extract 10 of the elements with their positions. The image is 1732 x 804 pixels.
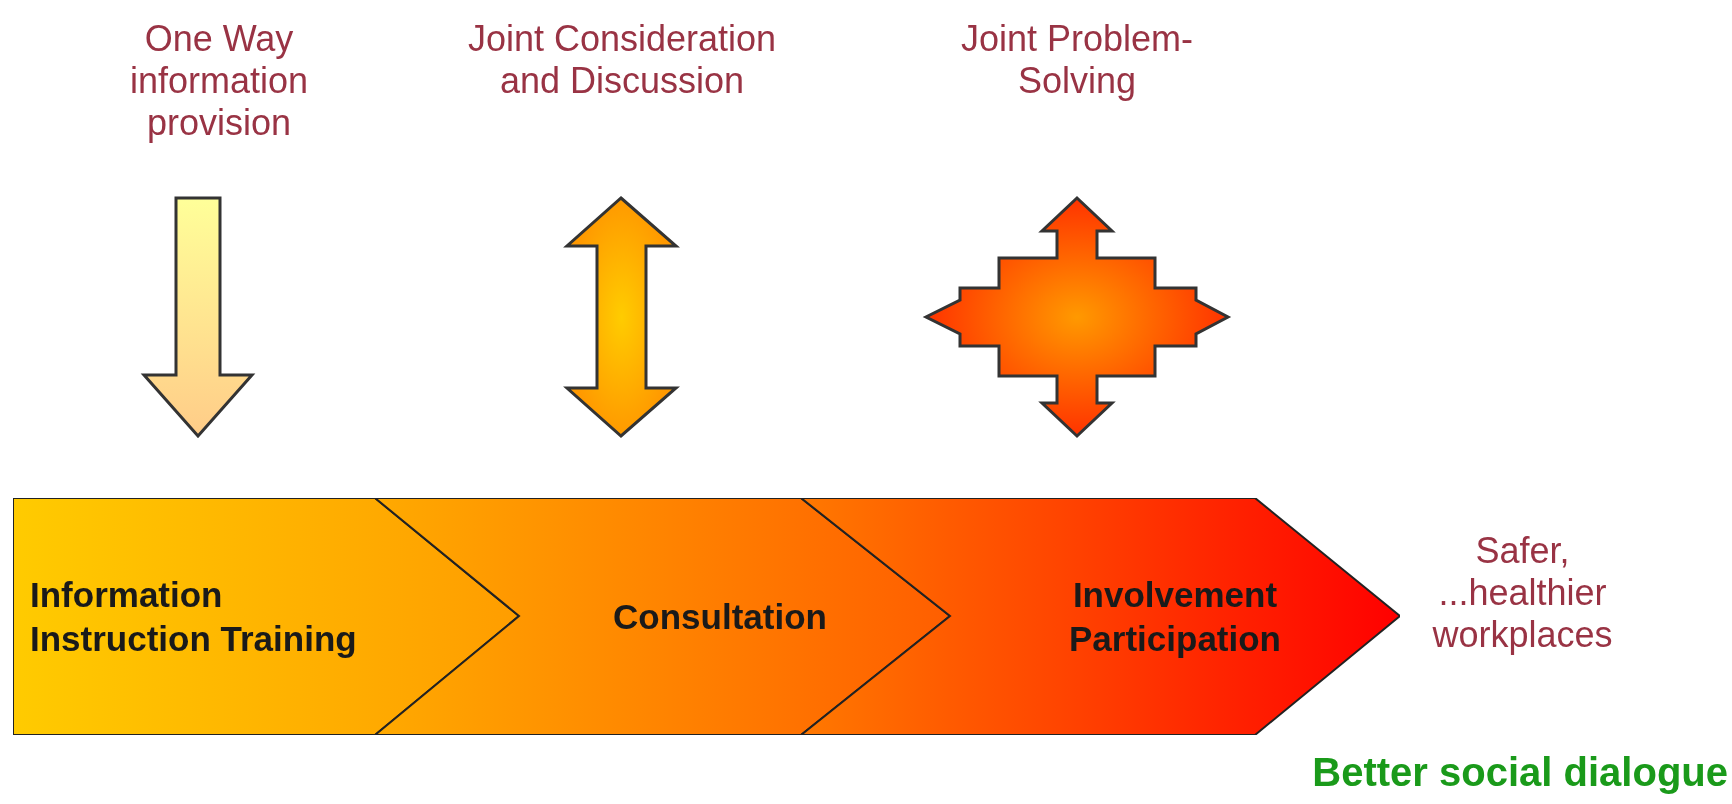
step-label: Information Instruction Training xyxy=(30,573,358,660)
outcome-text: Safer, ...healthier workplaces xyxy=(1431,530,1614,656)
step-label: Consultation xyxy=(612,595,828,638)
step-label: Involvement Participation xyxy=(1068,573,1282,660)
chevron-step xyxy=(375,498,950,735)
chevron-step xyxy=(13,498,519,735)
stage-heading: Joint Problem-Solving xyxy=(959,18,1195,102)
conclusion-text: Better social dialogue xyxy=(1312,749,1728,796)
stage-heading: One Way information provision xyxy=(128,18,310,144)
stage-heading: Joint Consideration and Discussion xyxy=(466,18,778,102)
